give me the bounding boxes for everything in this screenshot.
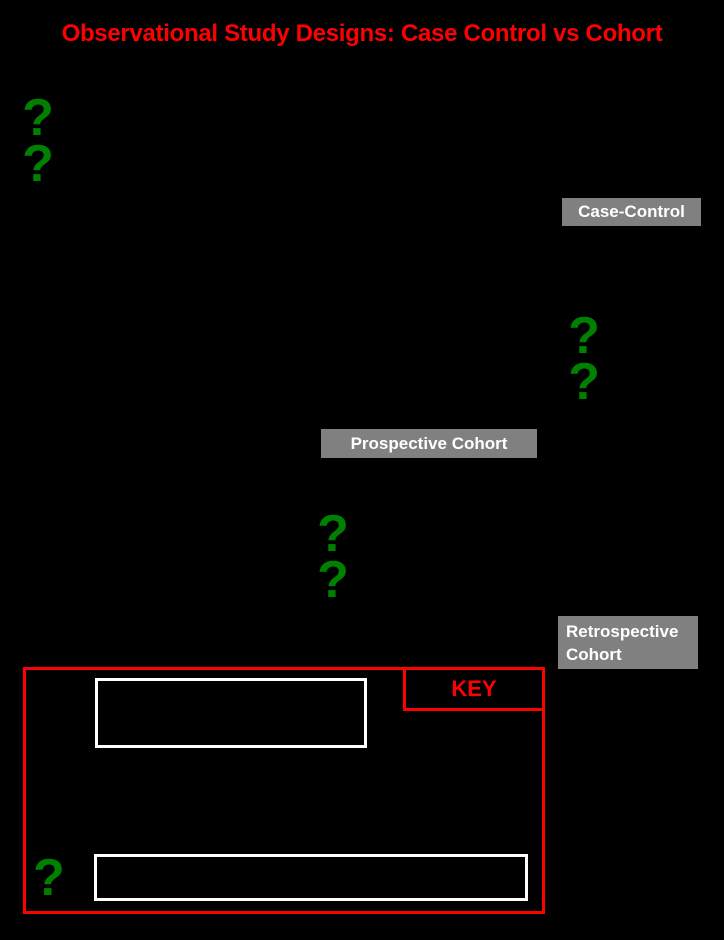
question-mark-icon: ?: [317, 505, 349, 563]
question-mark-icon: ?: [33, 849, 65, 907]
retrospective-question-marks: ? ?: [313, 505, 353, 609]
question-mark-icon: ?: [22, 89, 54, 147]
retrospective-cohort-label: Retrospective Cohort: [558, 616, 698, 669]
key-heading: KEY: [403, 667, 545, 711]
key-question-mark: ?: [33, 849, 65, 907]
key-legend-box-lower: [94, 854, 528, 901]
case-control-label: Case-Control: [562, 198, 701, 226]
case-control-question-marks: ? ?: [18, 89, 58, 193]
question-mark-icon: ?: [568, 353, 600, 411]
key-legend-box-upper: [95, 678, 367, 748]
prospective-cohort-label: Prospective Cohort: [321, 429, 537, 458]
question-mark-icon: ?: [568, 307, 600, 365]
diagram-title: Observational Study Designs: Case Contro…: [61, 20, 663, 47]
retrospective-label-line1: Retrospective: [566, 622, 679, 641]
retrospective-label-line2: Cohort: [566, 645, 622, 664]
prospective-question-marks: ? ?: [564, 307, 604, 411]
question-mark-icon: ?: [317, 551, 349, 609]
key-panel: [23, 667, 545, 914]
question-mark-icon: ?: [22, 135, 54, 193]
